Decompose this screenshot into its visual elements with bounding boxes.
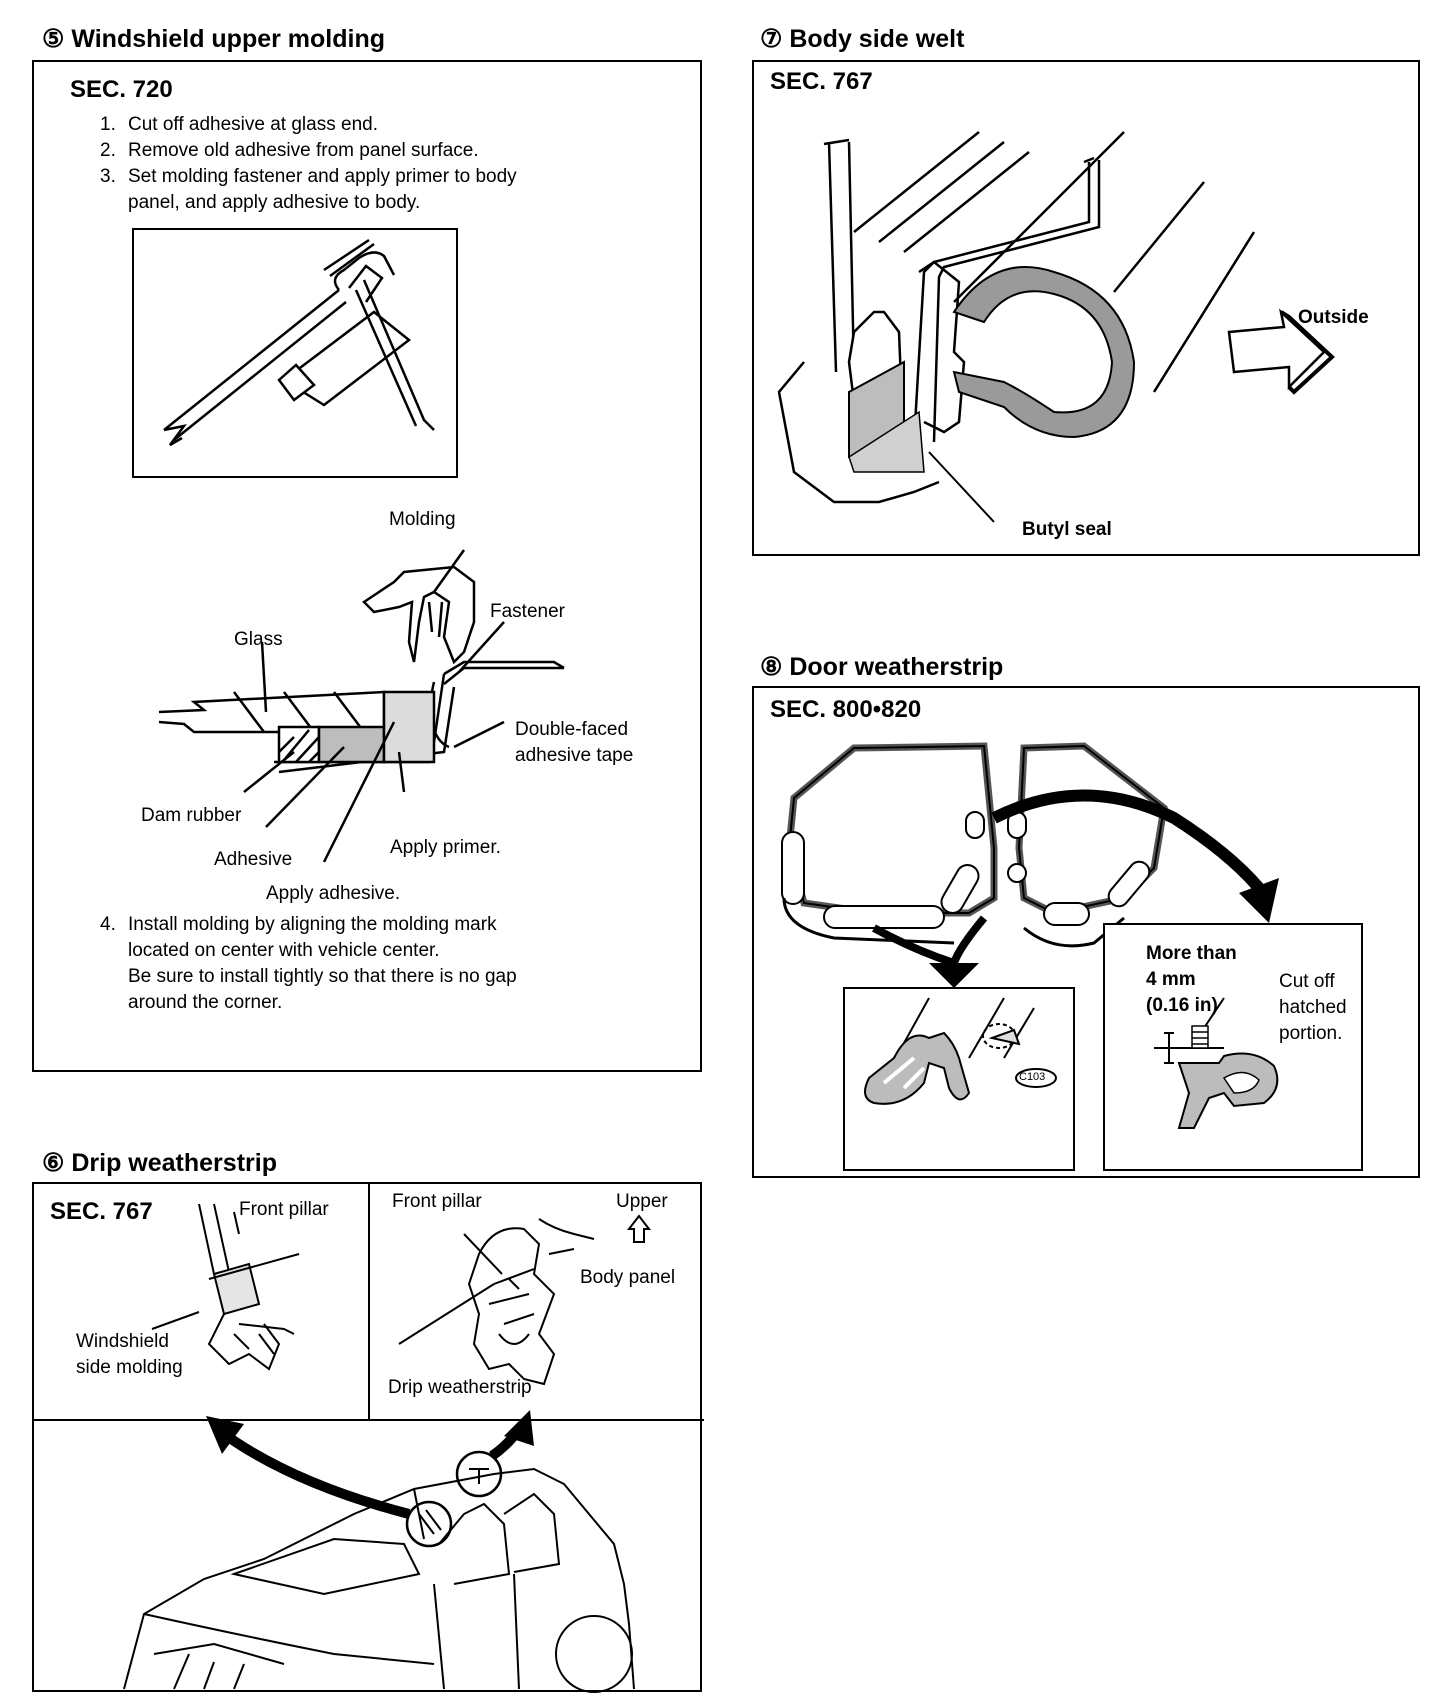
- step-1: 1.Cut off adhesive at glass end.: [100, 114, 378, 135]
- label-0-16-in: (0.16 in): [1146, 995, 1218, 1016]
- label-windshield-2: side molding: [76, 1357, 183, 1378]
- section-7-code: SEC. 767: [770, 68, 873, 95]
- label-outside: Outside: [1298, 307, 1369, 328]
- label-cut-off: Cut off: [1279, 971, 1335, 992]
- label-windshield-1: Windshield: [76, 1331, 169, 1352]
- label-glass: Glass: [234, 629, 283, 650]
- label-tape-1: Double-faced: [515, 719, 629, 740]
- label-body-panel: Body panel: [580, 1267, 676, 1288]
- section-5-code: SEC. 720: [70, 76, 173, 103]
- label-molding: Molding: [389, 509, 456, 530]
- label-front-pillar-left: Front pillar: [239, 1199, 329, 1220]
- section-6-title: ⑥ Drip weatherstrip: [42, 1149, 277, 1177]
- label-portion: portion.: [1279, 1023, 1343, 1044]
- label-c103: C103: [1019, 1071, 1046, 1083]
- section-8-panel: SEC. 800•820 More than 4 mm (0.16 in) Cu…: [752, 686, 1420, 1178]
- label-4mm: 4 mm: [1146, 969, 1196, 990]
- label-butyl-seal: Butyl seal: [1022, 519, 1112, 540]
- step-3-cont: panel, and apply adhesive to body.: [128, 192, 421, 213]
- molding-cross-section: [158, 549, 565, 863]
- section-6-panel: SEC. 767 Front pillar Windshield side mo…: [32, 1182, 704, 1693]
- label-dam-rubber: Dam rubber: [141, 805, 242, 826]
- label-fastener: Fastener: [490, 601, 565, 622]
- label-more-than: More than: [1146, 943, 1237, 964]
- section-8-title: ⑧ Door weatherstrip: [760, 653, 1004, 681]
- section-5-title: ⑤ Windshield upper molding: [42, 25, 386, 53]
- step-4-line-3: Be sure to install tightly so that there…: [128, 966, 517, 987]
- section-5-panel: SEC. 720 1.Cut off adhesive at glass end…: [32, 60, 702, 1072]
- label-apply-adhesive: Apply adhesive.: [266, 883, 401, 904]
- step-4-line-2: located on center with vehicle center.: [128, 940, 440, 961]
- section-7-title: ⑦ Body side welt: [760, 25, 965, 53]
- label-front-pillar-right: Front pillar: [392, 1191, 482, 1212]
- step-3: 3.Set molding fastener and apply primer …: [100, 166, 517, 187]
- label-apply-primer: Apply primer.: [390, 837, 501, 858]
- step-4: 4.Install molding by aligning the moldin…: [100, 914, 497, 935]
- adhesive-cutting-illustration: [132, 228, 458, 478]
- section-7-panel: SEC. 767 Outside Butyl seal: [752, 60, 1420, 556]
- step-2: 2.Remove old adhesive from panel surface…: [100, 140, 479, 161]
- label-upper: Upper: [616, 1191, 668, 1212]
- label-hatched: hatched: [1279, 997, 1347, 1018]
- section-8-code: SEC. 800•820: [770, 696, 922, 723]
- section-6-code: SEC. 767: [50, 1198, 153, 1225]
- label-tape-2: adhesive tape: [515, 745, 634, 766]
- label-adhesive: Adhesive: [214, 849, 293, 870]
- label-drip-weatherstrip: Drip weatherstrip: [388, 1377, 532, 1398]
- step-4-line-4: around the corner.: [128, 992, 283, 1013]
